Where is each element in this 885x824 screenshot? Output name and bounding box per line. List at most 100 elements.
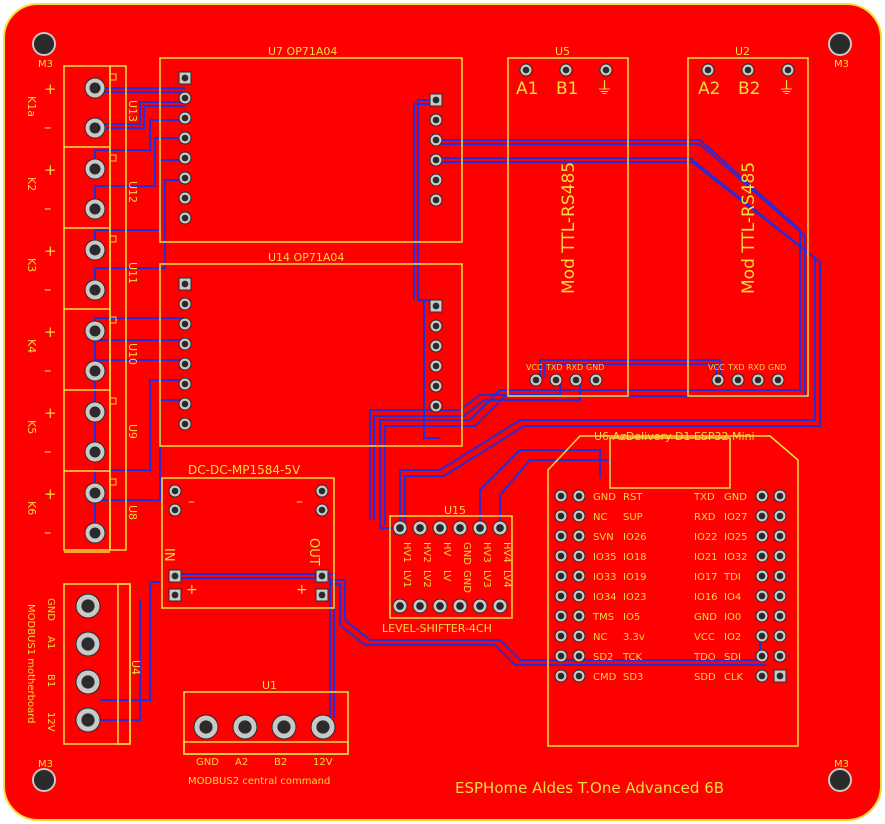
esp32-pad — [554, 489, 568, 503]
esp32-ref: U6 AzDelivery D1 ESP32 Mini — [594, 430, 755, 443]
esp32-pin-label: SDI — [724, 652, 741, 663]
pad-hole — [496, 602, 504, 610]
opto-pad — [429, 299, 443, 313]
rs485-top-label: B2 — [738, 79, 760, 99]
level-shifter-pad — [432, 520, 448, 536]
rs485-bottom-pad — [751, 373, 765, 387]
pad-hole — [396, 524, 404, 532]
esp32-pad — [773, 549, 787, 563]
pad-hole — [776, 532, 784, 540]
esp32-pad — [572, 589, 586, 603]
pad-hole — [532, 376, 540, 384]
pad-hole — [181, 340, 189, 348]
esp32-pad — [554, 609, 568, 623]
esp32-pad — [572, 609, 586, 623]
optocoupler-u14: U14 OP71A04 — [159, 251, 463, 447]
level-shifter-bottom-label: LV — [441, 570, 452, 581]
esp32-pin-label: IO4 — [724, 592, 741, 603]
pad-hole — [89, 203, 101, 215]
terminal-pad-plus — [84, 320, 106, 342]
pad-hole — [277, 720, 291, 734]
esp32-pad — [755, 569, 769, 583]
pad-hole — [774, 376, 782, 384]
pad-hole — [575, 572, 583, 580]
terminal-pad-plus — [84, 401, 106, 423]
pad-hole — [432, 302, 440, 310]
pad-hole — [81, 675, 95, 689]
terminal-mark — [109, 235, 117, 243]
pad-hole — [432, 402, 440, 410]
pad-hole — [562, 66, 570, 74]
pad-hole — [575, 512, 583, 520]
terminal-plus-label: + — [44, 242, 57, 260]
pad-hole — [476, 602, 484, 610]
esp32-pin-label: IO2 — [724, 632, 741, 643]
modbus1-pad — [75, 707, 101, 733]
rs485-top-pad — [741, 63, 755, 77]
rs485-bottom-pad — [771, 373, 785, 387]
rs485-module-u2: U2 Mod TTL-RS485 — [687, 45, 809, 397]
pad-hole — [776, 512, 784, 520]
opto-pad — [178, 337, 192, 351]
opto-pad — [178, 131, 192, 145]
terminal-pad-plus — [84, 77, 106, 99]
esp32-pin-label: TCK — [622, 652, 643, 663]
esp32-pin-label: IO19 — [623, 572, 647, 583]
esp32-pin-label: GND — [593, 492, 616, 503]
esp32-pin-label: RXD — [694, 512, 716, 523]
pad-hole — [557, 512, 565, 520]
terminal-minus-label: – — [44, 199, 52, 217]
esp32-pin-label: IO0 — [724, 612, 741, 623]
optocoupler-pads — [178, 71, 443, 431]
optocoupler-label: U14 OP71A04 — [268, 251, 344, 264]
modbus1-pin-label: 12V — [45, 712, 56, 732]
modbus2-pad — [193, 714, 219, 740]
terminal-plus-label: + — [44, 161, 57, 179]
esp32-pin-label: GND — [694, 612, 717, 623]
pad-hole — [89, 365, 101, 377]
rs485-bottom-label: RXD — [748, 363, 765, 372]
level-shifter-pad — [392, 520, 408, 536]
pad-hole — [776, 632, 784, 640]
terminal-ref: U12 — [126, 181, 139, 203]
pad-hole — [758, 592, 766, 600]
pad-hole — [776, 652, 784, 660]
pad-hole — [758, 612, 766, 620]
dcdc-pad — [168, 588, 182, 602]
pad-hole — [432, 156, 440, 164]
pad-hole — [181, 214, 189, 222]
terminal-pad-plus — [84, 482, 106, 504]
level-shifter-pad — [412, 520, 428, 536]
pad-hole — [89, 122, 101, 134]
esp32-pad — [572, 649, 586, 663]
rs485-bottom-pad — [529, 373, 543, 387]
terminal-pad-plus — [84, 239, 106, 261]
terminal-mark — [109, 316, 117, 324]
terminal-minus-label: – — [44, 280, 52, 298]
level-shifter-bottom-label: LV4 — [501, 570, 512, 588]
esp32-pad — [755, 669, 769, 683]
terminal-plus-label: + — [44, 80, 57, 98]
esp32-pin-label: RST — [623, 492, 643, 503]
pad-hole — [602, 66, 610, 74]
level-shifter-top-label: GND — [461, 542, 472, 565]
esp32-pin-label: NC — [593, 512, 607, 523]
dcdc-minus-left: – — [188, 494, 195, 510]
pad-hole — [89, 446, 101, 458]
level-shifter-pad — [452, 598, 468, 614]
rs485-top-pad — [599, 63, 613, 77]
dcdc-pad — [315, 569, 329, 583]
mounting-hole-label: M3 — [834, 59, 849, 70]
pad-hole — [714, 376, 722, 384]
esp32-module: U6 AzDelivery D1 ESP32 Mini — [547, 430, 799, 747]
rs485-bottom-pad — [569, 373, 583, 387]
rs485-bottom-label: VCC — [526, 363, 543, 372]
esp32-pad — [572, 669, 586, 683]
pad-hole — [89, 487, 101, 499]
pad-hole — [181, 420, 189, 428]
